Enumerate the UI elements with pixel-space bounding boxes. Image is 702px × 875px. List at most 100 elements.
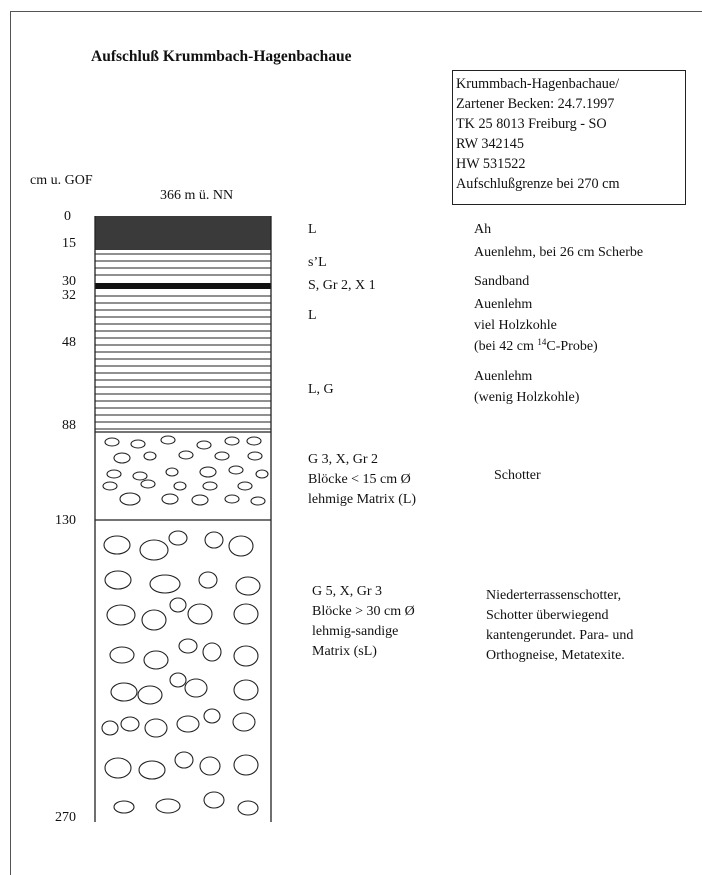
pebble [255,469,269,479]
layer-1-texture: L [308,222,317,237]
pebble [202,642,222,662]
gravel-symbols [101,435,269,816]
layer-7-description-3: kantengerundet. Para- und [486,628,634,643]
info-line-limit: Aufschlußgrenze bei 270 cm [456,176,620,192]
layer-1-description: Ah [474,222,492,237]
pebble [237,481,253,491]
pebble [214,451,230,461]
pebble [228,535,254,557]
pebble [233,645,259,667]
layer-ah-fill [95,216,271,250]
info-line-rw: RW 342145 [456,136,524,152]
pebble [120,716,140,732]
pebble [196,440,212,450]
site-info-box: Krummbach-Hagenbachaue/ Zartener Becken:… [452,70,686,205]
pebble [246,436,262,446]
pebble [250,496,266,506]
pebble [143,650,169,670]
layer-7-description-1: Niederterrassenschotter, [486,588,622,603]
pebble [173,481,187,491]
pebble [165,467,179,477]
layer-5-texture: L, G [308,382,334,397]
depth-unit-label: cm u. GOF [30,173,93,188]
pebble [141,609,167,631]
layer-4-description-3a: (bei 42 cm [474,339,538,354]
depth-tick-15: 15 [62,236,76,251]
pebble [233,679,259,701]
depth-tick-130: 130 [55,513,76,528]
loam-hatching [95,253,271,430]
pebble [168,530,188,546]
depth-tick-270: 270 [55,810,76,825]
pebble [104,570,132,590]
isotope-superscript: 14 [537,337,547,347]
pebble [130,439,146,449]
layer-4-description-3: (bei 42 cm 14C-Probe) [474,337,598,355]
pebble [104,437,120,447]
info-line-location: Krummbach-Hagenbachaue/ [456,76,620,92]
depth-tick-0: 0 [64,209,71,224]
pebble [199,466,217,478]
layer-7-description-2: Schotter überwiegend [486,608,609,623]
pebble [143,451,157,461]
info-line-map-sheet: TK 25 8013 Freiburg - SO [456,116,607,132]
pebble [106,469,122,479]
elevation-label: 366 m ü. NN [160,188,234,203]
pebble [101,720,119,736]
pebble [169,672,187,688]
pebble [113,800,135,814]
pebble [178,450,194,460]
pebble [187,603,213,625]
pebble [184,678,208,698]
depth-tick-30: 30 [62,274,76,289]
pebble [203,708,221,724]
pebble [139,539,169,561]
pebble [138,760,166,780]
pebble [149,574,181,594]
pebble [155,798,181,814]
pebble [137,685,163,705]
layer-6-texture-1: G 3, X, Gr 2 [308,452,378,467]
pebble [233,754,259,776]
pebble [174,751,194,769]
pebble [132,471,148,481]
layer-5-description-1: Auenlehm [474,369,533,384]
layer-4-texture: L [308,308,317,323]
layer-7-texture-3: lehmig-sandige [312,624,399,639]
pebble [199,756,221,776]
pebble [204,531,224,549]
pebble [176,715,200,733]
layer-3-texture: S, Gr 2, X 1 [308,278,376,293]
depth-tick-88: 88 [62,418,76,433]
layer-2-texture: s’L [308,255,327,270]
info-line-date: Zartener Becken: 24.7.1997 [456,96,615,112]
pebble [237,800,259,816]
pebble [144,718,168,738]
layer-4-description-1: Auenlehm [474,297,533,312]
layer-3-description: Sandband [474,274,530,289]
diagram-title: Aufschluß Krummbach-Hagenbachaue [91,48,352,65]
layer-5-description-2: (wenig Holzkohle) [474,390,580,405]
layer-2-description: Auenlehm, bei 26 cm Scherbe [474,245,644,260]
info-line-hw: HW 531522 [456,156,526,172]
layer-sandband-fill [95,283,271,289]
pebble [224,494,240,504]
pebble [103,535,131,555]
pebble [202,481,218,491]
pebble [224,436,240,446]
pebble [247,451,263,461]
pebble [119,492,141,506]
pebble [161,493,179,505]
pebble [109,646,135,664]
pebble [106,604,136,626]
pebble [191,494,209,506]
pebble [228,465,244,475]
depth-tick-48: 48 [62,335,76,350]
pebble [160,435,176,445]
pebble [110,682,138,702]
pebble [203,791,225,809]
pebble [232,712,256,732]
pebble [102,481,118,491]
